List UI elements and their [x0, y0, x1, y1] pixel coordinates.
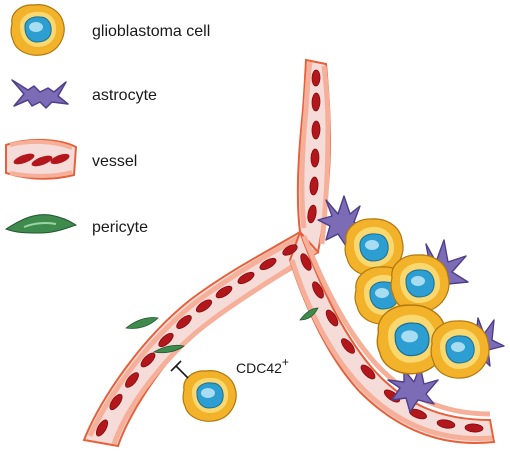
pericyte	[125, 317, 159, 329]
glioblastoma-cell	[430, 320, 490, 379]
legend-label-glioblastoma: glioblastoma cell	[92, 23, 210, 40]
red-blood-cell	[109, 393, 123, 411]
vessel-icon	[5, 138, 78, 180]
pericyte-icon	[4, 214, 78, 234]
legend-label-pericyte: pericyte	[92, 219, 148, 236]
red-blood-cell	[259, 257, 277, 271]
red-blood-cell	[300, 253, 312, 271]
red-blood-cell	[310, 148, 320, 168]
glioblastoma-cell	[376, 304, 448, 375]
migrating-glioblastoma-cell	[182, 370, 237, 422]
red-blood-cell	[215, 285, 233, 299]
glioblastoma-cell	[344, 218, 404, 277]
red-blood-cell	[158, 332, 174, 348]
glioblastoma-cluster	[344, 218, 490, 379]
red-blood-cell	[360, 364, 376, 380]
glioblastoma-cell-icon	[10, 4, 65, 56]
red-blood-cell	[125, 372, 139, 388]
red-blood-cell	[282, 244, 298, 256]
red-blood-cell	[195, 299, 213, 313]
legend-label-astrocyte: astrocyte	[92, 87, 157, 104]
red-blood-cell	[311, 92, 321, 112]
red-blood-cell	[325, 309, 339, 327]
red-blood-cell	[311, 120, 321, 140]
glioblastoma-cell	[390, 254, 450, 313]
vessel-tree	[82, 58, 505, 448]
red-blood-cell	[312, 281, 324, 299]
legend-label-vessel: vessel	[92, 153, 137, 170]
red-blood-cell	[140, 352, 156, 368]
red-blood-cell	[95, 419, 109, 437]
red-blood-cell	[176, 315, 192, 329]
pericyte	[152, 344, 185, 354]
red-blood-cells	[95, 69, 484, 437]
inhibition-connector	[170, 360, 189, 379]
pericytes	[125, 307, 319, 354]
cdc42-superscript: +	[282, 355, 289, 369]
red-blood-cell	[309, 176, 319, 196]
red-blood-cell	[464, 423, 484, 433]
red-blood-cell	[436, 419, 456, 429]
red-blood-cell	[307, 204, 317, 224]
legend: glioblastoma cell astrocyte vessel peric…	[4, 4, 210, 236]
cdc42-label: CDC42+	[236, 355, 289, 376]
red-blood-cell	[341, 338, 355, 354]
red-blood-cell	[311, 69, 321, 87]
cdc42-marker: CDC42	[236, 360, 282, 376]
red-blood-cell	[237, 271, 255, 285]
pericyte	[299, 307, 319, 321]
astrocyte-icon	[11, 79, 69, 109]
